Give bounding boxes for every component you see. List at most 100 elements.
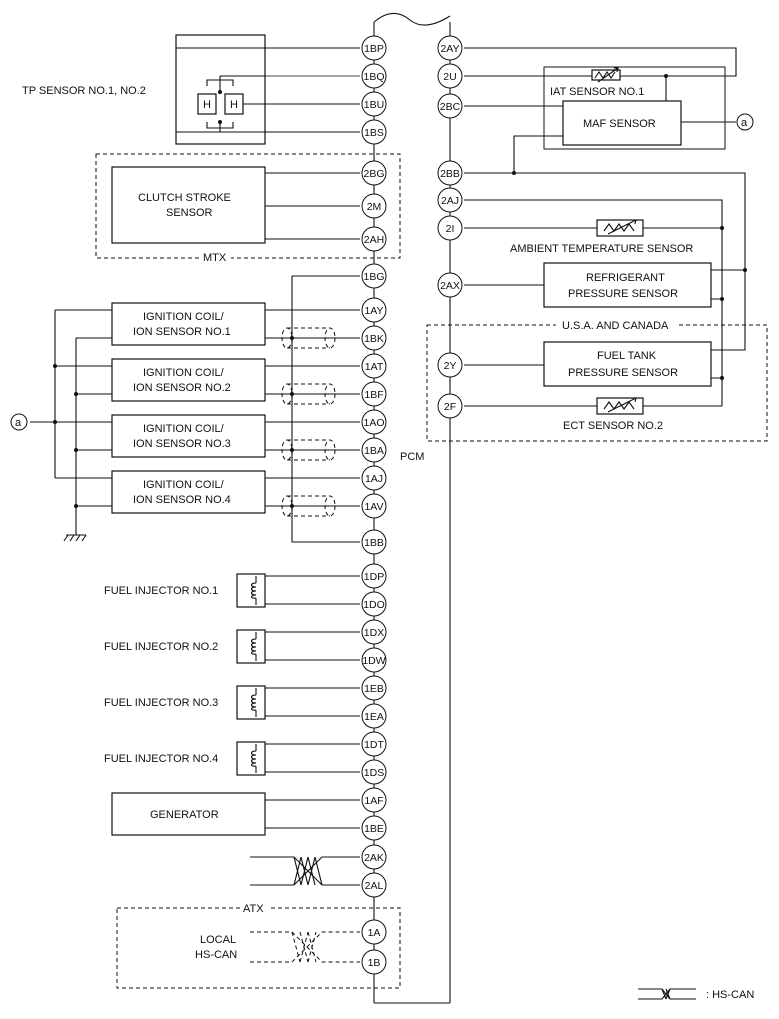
- pin-label: 2AJ: [441, 195, 459, 207]
- pin-circle: [361, 226, 387, 252]
- fuel-injector-2-label: FUEL INJECTOR NO.2: [104, 641, 218, 653]
- ignition-coil-4-label-1: IGNITION COIL/: [143, 479, 225, 491]
- mtx-label: MTX: [203, 252, 227, 264]
- pin-label: 1BF: [364, 389, 383, 401]
- pcm-pin-2m: 2M: [361, 193, 387, 219]
- hall-element-1: [197, 93, 217, 115]
- pin-circle: [361, 647, 387, 673]
- pin-circle: [361, 325, 387, 351]
- pin-label: 1AT: [365, 361, 384, 373]
- pcm-pin-2y: 2Y: [437, 352, 463, 378]
- ignition-coil-box-4: [111, 470, 266, 514]
- pcm-label: PCM: [400, 451, 424, 463]
- pin-circle: [437, 215, 463, 241]
- pin-label: 2BB: [440, 168, 460, 180]
- pin-label: 1BE: [364, 823, 384, 835]
- hall-element-2: [224, 93, 244, 115]
- ignition-coil-3-label-2: ION SENSOR NO.3: [133, 438, 231, 450]
- pcm-pin-2ax: 2AX: [437, 272, 463, 298]
- pin-label: 1BB: [364, 537, 384, 549]
- fuel-tank-sensor-label-1: FUEL TANK: [597, 350, 657, 362]
- pin-label: 1DO: [363, 599, 385, 611]
- pin-circle: [361, 91, 387, 117]
- fuel-injector-1-label: FUEL INJECTOR NO.1: [104, 585, 218, 597]
- pcm-pin-2ay: 2AY: [437, 35, 463, 61]
- pin-circle: [361, 844, 387, 870]
- pcm-pin-2u: 2U: [437, 63, 463, 89]
- pin-label: 1AO: [363, 417, 384, 429]
- ignition-coil-2-label-1: IGNITION COIL/: [143, 367, 225, 379]
- generator-box: [111, 792, 266, 836]
- pin-circle: [361, 919, 387, 945]
- clutch-sensor-box: [111, 166, 266, 244]
- pcm-pin-1bs: 1BS: [361, 119, 387, 145]
- ignition-coil-box-1: [111, 302, 266, 346]
- pcm-pin-1ds: 1DS: [361, 759, 387, 785]
- injector-coil-icon: [236, 741, 266, 776]
- pin-label: 1BG: [363, 271, 384, 283]
- pin-circle: [361, 591, 387, 617]
- pin-label: 2Y: [444, 360, 457, 372]
- pin-label: 1BP: [364, 43, 384, 55]
- pcm-pin-2f: 2F: [437, 393, 463, 419]
- pin-label: 1DW: [362, 655, 385, 667]
- connector-ref-a-right-label: a: [741, 117, 748, 129]
- pin-label: 1BQ: [363, 71, 384, 83]
- junction-dot: [218, 120, 222, 124]
- ignition-coil-2-label-2: ION SENSOR NO.2: [133, 382, 231, 394]
- pin-circle: [437, 393, 463, 419]
- fuel-tank-sensor-box: [543, 341, 712, 387]
- injector-coil-icon: [236, 573, 266, 608]
- pcm-pin-1bk: 1BK: [361, 325, 387, 351]
- pin-circle: [437, 160, 463, 186]
- pcm-pin-1af: 1AF: [361, 787, 387, 813]
- ignition-coil-group: IGNITION COIL/ ION SENSOR NO.1 IGNITION …: [10, 275, 360, 543]
- pin-label: 1AJ: [365, 473, 383, 485]
- pcm-pin-1b: 1B: [361, 949, 387, 975]
- hs-can-twisted-pair: [250, 856, 360, 886]
- pcm-pin-1eb: 1EB: [361, 675, 387, 701]
- pin-label: 1DS: [364, 767, 384, 779]
- pin-circle: [361, 160, 387, 186]
- pin-circle: [361, 353, 387, 379]
- junction-dot: [218, 90, 222, 94]
- fuel-injector-group: FUEL INJECTOR NO.1 FUEL INJECTOR NO.2 FU…: [104, 573, 360, 776]
- generator-group: GENERATOR: [111, 792, 360, 836]
- connector-ref-a-left: [10, 413, 28, 431]
- pin-circle: [361, 297, 387, 323]
- pcm-pin-1ea: 1EA: [361, 703, 387, 729]
- refrigerant-sensor-label-1: REFRIGERANT: [586, 272, 665, 284]
- thermistor-icon: [591, 67, 621, 83]
- mtx-dashed-box: [95, 153, 401, 259]
- pcm-pin-1bp: 1BP: [361, 35, 387, 61]
- ignition-coil-3-label-1: IGNITION COIL/: [143, 423, 225, 435]
- clutch-sensor-group: MTX CLUTCH STROKE SENSOR: [95, 153, 401, 264]
- injector-coil-icon: [236, 629, 266, 664]
- maf-sensor-box: [562, 100, 682, 146]
- iat-sensor-label: IAT SENSOR NO.1: [550, 86, 644, 98]
- pcm-pin-2al: 2AL: [361, 872, 387, 898]
- pin-label: 2I: [446, 223, 455, 235]
- pin-circle: [361, 815, 387, 841]
- junction-dot: [664, 74, 668, 78]
- pcm-pin-1bq: 1BQ: [361, 63, 387, 89]
- pin-label: 1AF: [364, 795, 383, 807]
- pin-circle: [437, 352, 463, 378]
- pcm-pin-1dx: 1DX: [361, 619, 387, 645]
- junction-dot: [74, 392, 78, 396]
- pin-circle: [361, 703, 387, 729]
- injector-coil-icon: [236, 685, 266, 720]
- iat-maf-outline: [543, 66, 726, 150]
- pcm-pin-1bb: 1BB: [361, 529, 387, 555]
- pin-circle: [361, 675, 387, 701]
- usa-label-bg: [556, 318, 676, 332]
- pcm-pin-1aj: 1AJ: [361, 465, 387, 491]
- hall-label-1: H: [203, 99, 211, 111]
- pcm-pin-2bc: 2BC: [437, 93, 463, 119]
- pcm-pin-1at: 1AT: [361, 353, 387, 379]
- ground-icon: [63, 534, 87, 542]
- usa-canada-label: U.S.A. AND CANADA: [562, 320, 669, 332]
- pin-circle: [361, 465, 387, 491]
- pin-label: 1BS: [364, 127, 384, 139]
- pin-label: 1EA: [364, 711, 384, 723]
